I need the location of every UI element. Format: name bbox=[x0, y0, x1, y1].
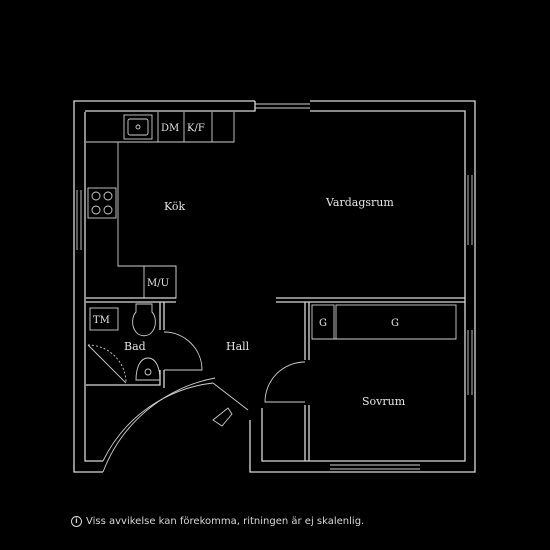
disclaimer-note: i Viss avvikelse kan förekomma, ritninge… bbox=[71, 516, 364, 527]
room-label-bath: Bad bbox=[124, 340, 146, 353]
outer-walls bbox=[73, 100, 476, 473]
room-label-bedroom: Sovrum bbox=[362, 395, 406, 408]
microwave-label: M/U bbox=[147, 278, 169, 289]
bathroom-fixtures bbox=[87, 303, 161, 384]
info-icon: i bbox=[71, 516, 82, 527]
wardrobe-label-2: G bbox=[391, 318, 399, 329]
interior-walls bbox=[86, 297, 465, 461]
room-label-hall: Hall bbox=[226, 340, 250, 353]
disclaimer-text: Viss avvikelse kan förekomma, ritningen … bbox=[86, 516, 365, 527]
fridge-freezer-label: K/F bbox=[187, 123, 205, 134]
washer-label: TM bbox=[93, 315, 110, 326]
wardrobe-label-1: G bbox=[319, 318, 327, 329]
room-label-kitchen: Kök bbox=[164, 200, 186, 213]
room-label-living: Vardagsrum bbox=[325, 196, 394, 209]
kitchen-counter bbox=[86, 112, 235, 299]
doors bbox=[102, 331, 306, 473]
dishwasher-label: DM bbox=[161, 123, 179, 134]
